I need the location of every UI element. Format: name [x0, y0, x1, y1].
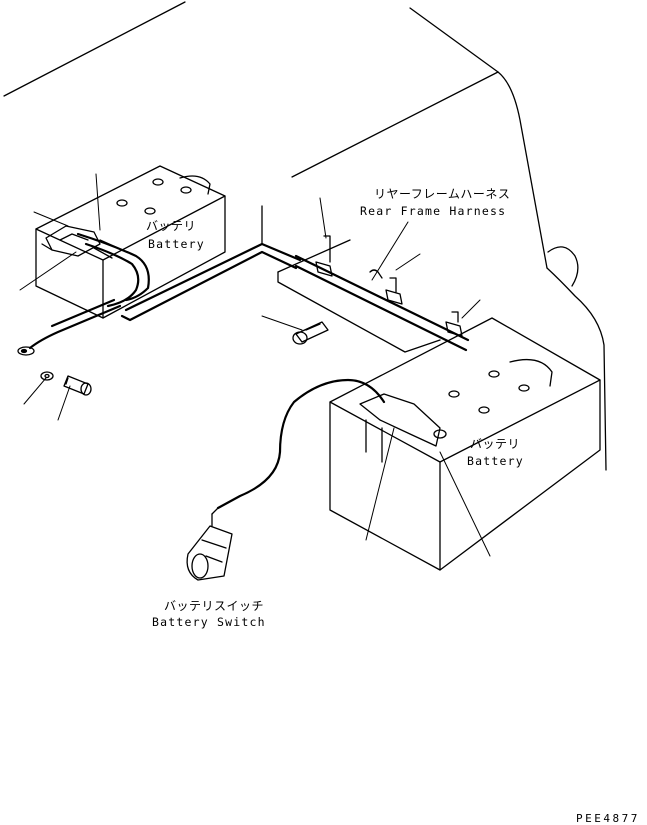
battery-right-label-en: Battery	[467, 454, 524, 468]
battery-switch	[186, 513, 233, 581]
battery-cables-left	[17, 232, 150, 356]
battery-right	[329, 317, 601, 571]
cable-conduit	[120, 205, 302, 322]
harness-label-en: Rear Frame Harness	[360, 204, 506, 218]
center-bolt	[292, 321, 329, 345]
washer-and-bolt-left	[40, 371, 92, 396]
harness-label-jp: リヤーフレームハーネス	[374, 187, 510, 201]
battery-left	[35, 165, 226, 319]
battery-switch-label-jp: バッテリスイッチ	[164, 599, 264, 613]
battery-left-label-jp: バッテリ	[146, 219, 196, 233]
switch-cable	[211, 378, 386, 515]
machine-body-outline	[3, 1, 607, 471]
rear-frame-harness	[277, 235, 470, 353]
battery-right-label-jp: バッテリ	[470, 437, 520, 451]
battery-left-label-en: Battery	[148, 237, 205, 251]
leader-lines	[19, 173, 491, 557]
battery-switch-label-en: Battery Switch	[152, 615, 266, 629]
drawing-code: PEE4877	[576, 812, 640, 825]
